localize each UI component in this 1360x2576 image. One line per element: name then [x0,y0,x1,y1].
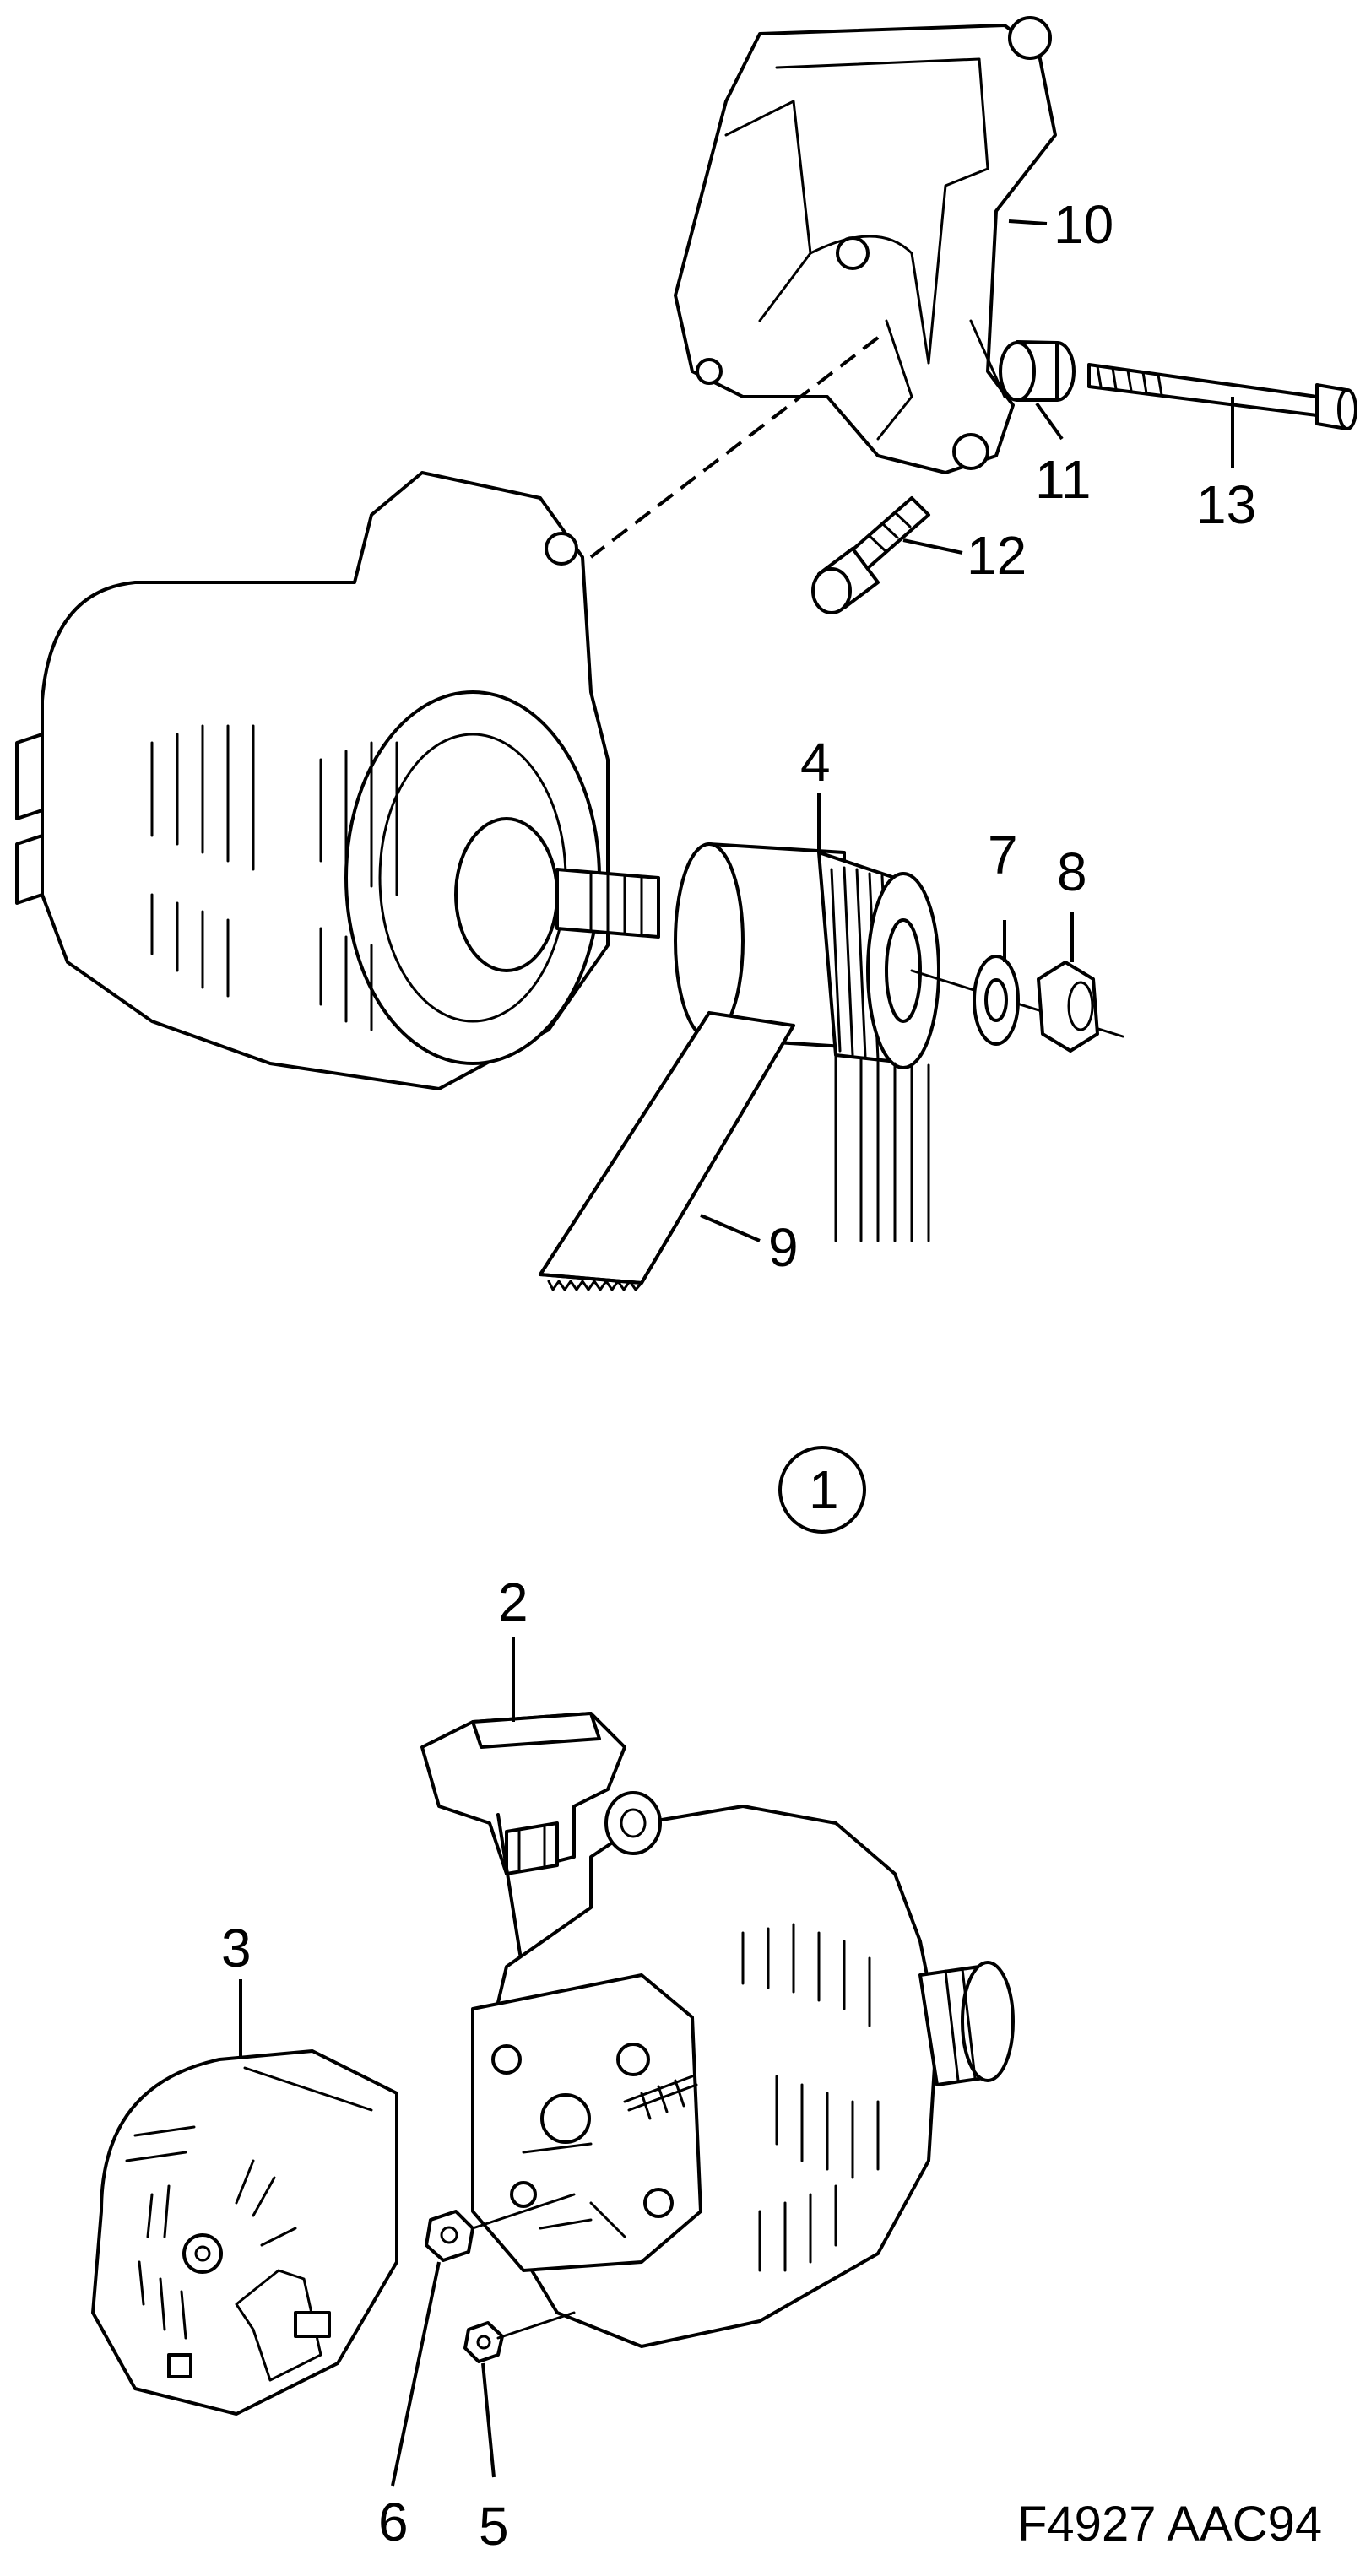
callout-13: 13 [1196,474,1256,535]
nut-small-part [425,2210,474,2262]
callout-8: 8 [1057,842,1087,902]
nut-terminal-part [463,2321,504,2363]
figure-number-circle [778,1446,866,1534]
callout-2: 2 [498,1572,528,1632]
figure-number: 1 [809,1459,839,1520]
callout-10: 10 [1054,194,1113,255]
axis-line-5 [496,2311,576,2340]
alternator-rear-part [471,1791,1015,2348]
drive-belt-part [539,1011,930,1291]
leader-12 [902,538,963,555]
callout-11: 11 [1035,449,1091,510]
washer-part [973,955,1020,1046]
assembly-path-bracket [589,336,880,559]
axis-line-6 [471,2193,576,2230]
figure-code: F4927 AAC94 [1017,2497,1322,2552]
callout-5: 5 [479,2496,509,2557]
callout-12: 12 [967,525,1027,586]
callout-4: 4 [800,732,831,793]
alternator-part [15,471,660,1090]
spacer-part [999,340,1076,402]
leader-lines [239,219,1234,2487]
leader-5 [481,2362,496,2478]
bolt-short-part [811,496,930,614]
callout-9: 9 [768,1217,799,1278]
rear-cover-part [91,2049,398,2416]
regulator-part [420,1712,626,1977]
callout-6: 6 [378,2492,409,2552]
callout-3: 3 [221,1918,252,1978]
callout-7: 7 [988,825,1018,885]
leader-10 [1008,219,1048,225]
leader-9 [700,1214,761,1242]
nut-part [1037,961,1099,1053]
leader-6 [391,2261,441,2487]
bolt-long-part [1087,363,1357,430]
leader-11 [1035,402,1064,441]
bracket-part [674,16,1057,474]
